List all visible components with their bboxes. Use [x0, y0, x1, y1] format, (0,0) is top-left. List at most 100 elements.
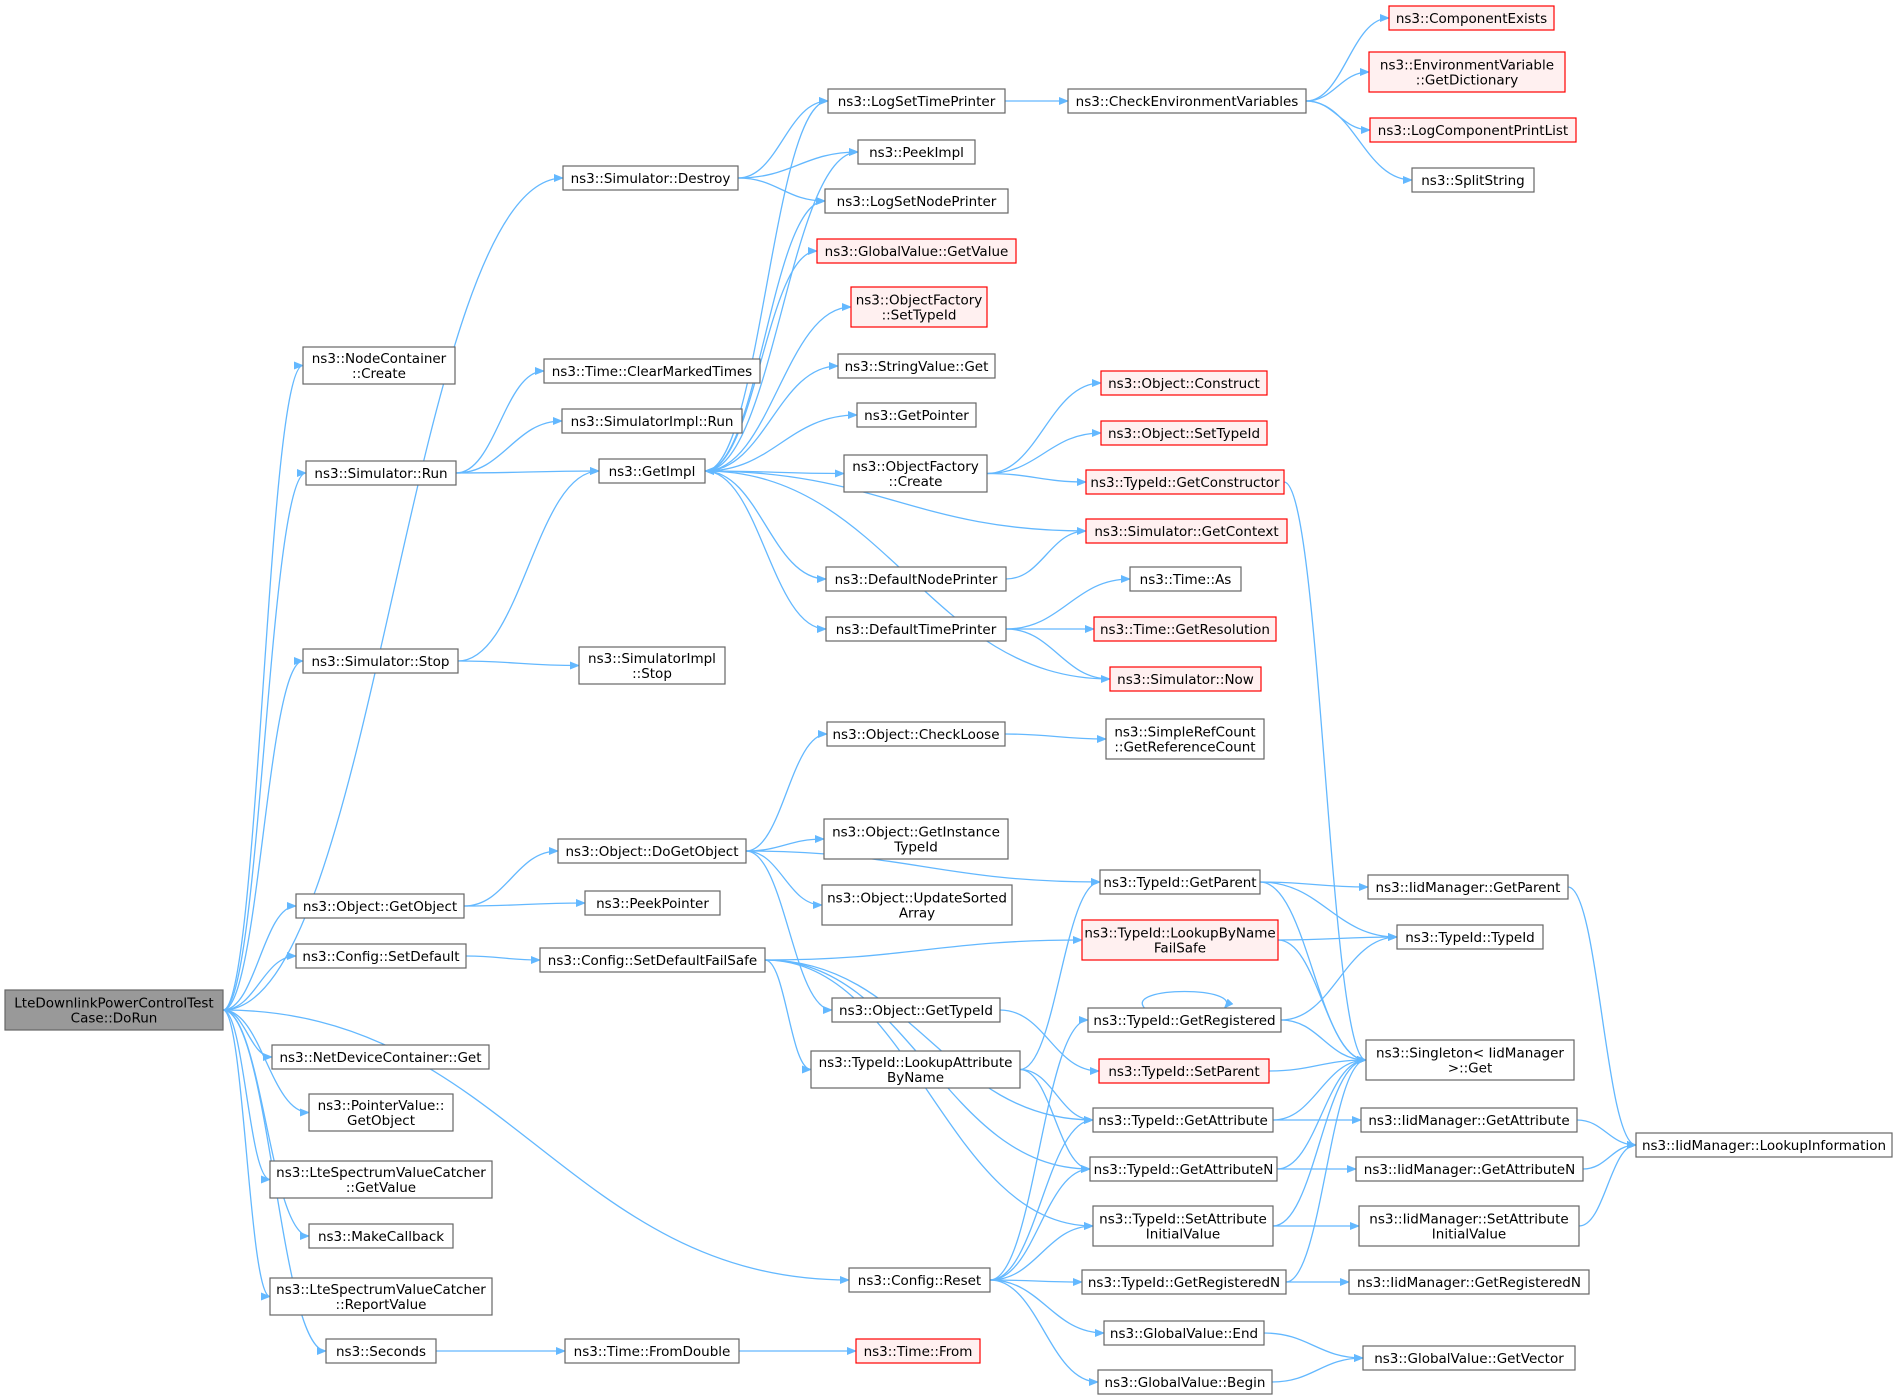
node-simulator-stop[interactable]: ns3::Simulator::Stop: [302, 648, 459, 674]
node-label-line: ns3::LogSetNodePrinter: [837, 194, 997, 210]
node-box: [1092, 1205, 1274, 1247]
edge-config_setdefaultfailsafe-to-typeid_getattribute: [764, 959, 1094, 1124]
node-typeid-getregistered[interactable]: ns3::TypeId::GetRegistered: [1087, 1007, 1282, 1033]
node-iidmanager-getattribute[interactable]: ns3::IidManager::GetAttribute: [1360, 1107, 1578, 1133]
node-typeid-getregisteredn[interactable]: ns3::TypeId::GetRegisteredN: [1081, 1269, 1287, 1295]
node-iidmanager-getregisteredn[interactable]: ns3::IidManager::GetRegisteredN: [1348, 1269, 1590, 1295]
node-label-line: ns3::SimulatorImpl::Run: [571, 414, 734, 430]
node-label-line: ns3::IidManager::GetParent: [1376, 880, 1561, 896]
node-typeid-typeid[interactable]: ns3::TypeId::TypeId: [1396, 924, 1544, 950]
node-label-line: ns3::GlobalValue::GetVector: [1374, 1351, 1564, 1367]
node-logcomponentprintlist[interactable]: ns3::LogComponentPrintList: [1369, 117, 1577, 143]
node-label-line: ns3::LteSpectrumValueCatcher: [276, 1282, 486, 1298]
node-config-setdefault[interactable]: ns3::Config::SetDefault: [295, 943, 467, 969]
node-box: [1635, 1132, 1893, 1158]
node-object-getobject[interactable]: ns3::Object::GetObject: [295, 893, 465, 919]
node-typeid-getattributen[interactable]: ns3::TypeId::GetAttributeN: [1089, 1156, 1278, 1182]
node-time-as[interactable]: ns3::Time::As: [1129, 566, 1242, 592]
node-iidmanager-getparent[interactable]: ns3::IidManager::GetParent: [1367, 874, 1569, 900]
node-box: [302, 648, 459, 674]
node-label-line: ns3::NodeContainer: [312, 351, 447, 367]
node-simulator-now[interactable]: ns3::Simulator::Now: [1109, 666, 1262, 692]
edge-simulator_getcontext-to-getimpl: [704, 467, 1087, 532]
node-checkenvironmentvariables[interactable]: ns3::CheckEnvironmentVariables: [1067, 88, 1307, 114]
node-typeid-setparent[interactable]: ns3::TypeId::SetParent: [1098, 1058, 1270, 1084]
node-object-dogetobject[interactable]: ns3::Object::DoGetObject: [557, 838, 747, 864]
node-iidmanager-getattributen[interactable]: ns3::IidManager::GetAttributeN: [1355, 1156, 1584, 1182]
node-getpointer[interactable]: ns3::GetPointer: [856, 402, 977, 428]
node-ltespectrum-reportvalue[interactable]: ns3::LteSpectrumValueCatcher::ReportValu…: [269, 1277, 493, 1316]
node-typeid-getattribute[interactable]: ns3::TypeId::GetAttribute: [1092, 1107, 1274, 1133]
node-box: [843, 454, 988, 493]
node-seconds[interactable]: ns3::Seconds: [325, 1338, 437, 1364]
node-logsetnodeprinter[interactable]: ns3::LogSetNodePrinter: [824, 188, 1009, 214]
node-box: [1085, 518, 1288, 544]
node-simulator-getcontext[interactable]: ns3::Simulator::GetContext: [1085, 518, 1288, 544]
node-objectfactory-settypeid[interactable]: ns3::ObjectFactory::SetTypeId: [850, 286, 988, 328]
node-pointervalue-getobject[interactable]: ns3::PointerValue::GetObject: [308, 1093, 454, 1132]
node-time-fromdouble[interactable]: ns3::Time::FromDouble: [564, 1338, 740, 1364]
node-environmentvariable-getdictionary[interactable]: ns3::EnvironmentVariable::GetDictionary: [1368, 51, 1566, 93]
edge-iidmanager_getparent-to-iidmanager_lookupinformation: [1567, 886, 1637, 1149]
edge-object_dogetobject-to-object_gettypeid: [745, 850, 833, 1014]
node-simulator-run[interactable]: ns3::Simulator::Run: [305, 460, 457, 486]
node-simulator-destroy[interactable]: ns3::Simulator::Destroy: [562, 165, 739, 191]
node-typeid-getconstructor[interactable]: ns3::TypeId::GetConstructor: [1085, 469, 1285, 495]
edge-config_reset-to-typeid_getregistered: [989, 1016, 1089, 1281]
node-componentexists[interactable]: ns3::ComponentExists: [1388, 5, 1555, 31]
node-peekimpl[interactable]: ns3::PeekImpl: [857, 139, 976, 165]
node-object-gettypeid[interactable]: ns3::Object::GetTypeId: [831, 997, 1001, 1023]
node-config-reset[interactable]: ns3::Config::Reset: [848, 1267, 991, 1293]
node-box: [1100, 420, 1268, 446]
node-time-clearmarkedtimes[interactable]: ns3::Time::ClearMarkedTimes: [543, 358, 761, 384]
node-makecallback[interactable]: ns3::MakeCallback: [308, 1223, 454, 1249]
node-getimpl[interactable]: ns3::GetImpl: [598, 458, 706, 484]
edge-simulator_destroy-to-logsetnodeprinter: [737, 177, 826, 205]
node-box: [302, 346, 456, 385]
node-time-from[interactable]: ns3::Time::From: [855, 1338, 981, 1364]
node-typeid-getparent[interactable]: ns3::TypeId::GetParent: [1099, 869, 1261, 895]
node-config-setdefaultfailsafe[interactable]: ns3::Config::SetDefaultFailSafe: [539, 947, 766, 973]
edge-objectfactory_create-to-object_settypeid: [986, 429, 1102, 475]
node-box: [564, 1338, 740, 1364]
node-ltespectrum-getvalue[interactable]: ns3::LteSpectrumValueCatcher::GetValue: [269, 1160, 493, 1199]
node-stringvalue-get[interactable]: ns3::StringValue::Get: [837, 353, 996, 379]
node-iidmanager-lookupinformation[interactable]: ns3::IidManager::LookupInformation: [1635, 1132, 1893, 1158]
node-label-line: ns3::TypeId::GetParent: [1103, 875, 1256, 891]
node-box: [308, 1093, 454, 1132]
node-defaulttimeprinter[interactable]: ns3::DefaultTimePrinter: [825, 616, 1007, 642]
node-label-line: ns3::IidManager::LookupInformation: [1642, 1138, 1886, 1154]
node-globalvalue-end[interactable]: ns3::GlobalValue::End: [1103, 1320, 1265, 1346]
node-logsettimeprinter[interactable]: ns3::LogSetTimePrinter: [827, 88, 1006, 114]
node-object-checkloose[interactable]: ns3::Object::CheckLoose: [826, 721, 1006, 747]
node-globalvalue-getvector[interactable]: ns3::GlobalValue::GetVector: [1362, 1345, 1576, 1371]
node-singleton-get[interactable]: ns3::Singleton< IidManager >::Get: [1365, 1039, 1575, 1081]
node-netdevicecontainer-get[interactable]: ns3::NetDeviceContainer::Get: [271, 1044, 490, 1070]
node-simulatorimpl-stop[interactable]: ns3::SimulatorImpl::Stop: [578, 646, 726, 685]
node-object-construct[interactable]: ns3::Object::Construct: [1100, 370, 1268, 396]
node-objectfactory-create[interactable]: ns3::ObjectFactory::Create: [843, 454, 988, 493]
node-simulatorimpl-run[interactable]: ns3::SimulatorImpl::Run: [561, 408, 743, 434]
edge-root-to-config_reset: [222, 1009, 850, 1284]
node-object-settypeid[interactable]: ns3::Object::SetTypeId: [1100, 420, 1268, 446]
node-time-getresolution[interactable]: ns3::Time::GetResolution: [1093, 616, 1277, 642]
edge-config_reset-to-globalvalue_end: [989, 1279, 1105, 1337]
node-peekpointer[interactable]: ns3::PeekPointer: [584, 890, 721, 916]
node-nodecontainer-create[interactable]: ns3::NodeContainer::Create: [302, 346, 456, 385]
node-globalvalue-getvalue[interactable]: ns3::GlobalValue::GetValue: [816, 238, 1017, 264]
node-box: [269, 1160, 493, 1199]
node-box: [295, 893, 465, 919]
node-globalvalue-begin[interactable]: ns3::GlobalValue::Begin: [1097, 1369, 1273, 1395]
node-simplerefcount-getreferencecount[interactable]: ns3::SimpleRefCount::GetReferenceCount: [1105, 718, 1265, 760]
node-splitstring[interactable]: ns3::SplitString: [1411, 167, 1535, 193]
node-label-line: ns3::Seconds: [336, 1344, 426, 1360]
node-defaultnodeprinter[interactable]: ns3::DefaultNodePrinter: [825, 566, 1007, 592]
node-iidmanager-setattributeinitialvalue[interactable]: ns3::IidManager::SetAttributeInitialValu…: [1358, 1205, 1580, 1247]
